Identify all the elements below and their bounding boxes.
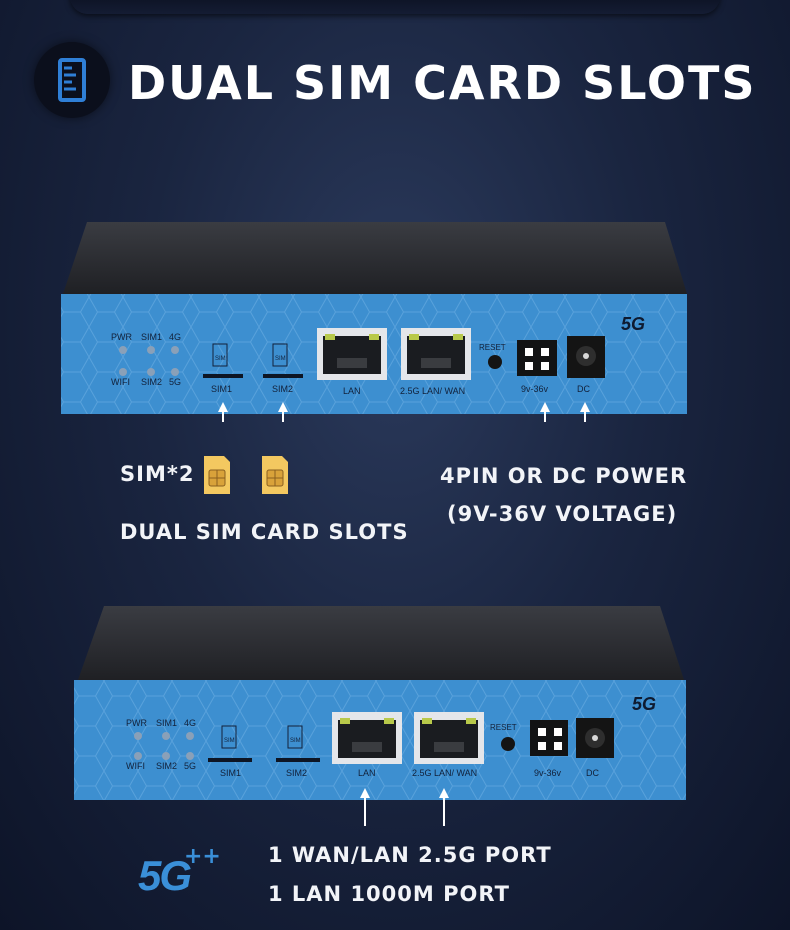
- sim1-slot[interactable]: SIM: [203, 343, 243, 378]
- led-label-4g: 4G: [169, 332, 181, 342]
- led-label-pwr: PWR: [111, 332, 132, 342]
- sim2-label: SIM2: [286, 768, 307, 778]
- reset-button[interactable]: [501, 737, 515, 751]
- led-indicators: [134, 732, 194, 760]
- arrow-lan: [360, 788, 370, 826]
- svg-text:SIM: SIM: [224, 738, 235, 744]
- sim-count-label: SIM*2: [120, 462, 195, 486]
- wan-label: 2.5G LAN/ WAN: [400, 386, 465, 396]
- dc-jack[interactable]: [576, 718, 614, 758]
- sim-slots-caption: DUAL SIM CARD SLOTS: [120, 520, 409, 544]
- power-4pin-port[interactable]: [530, 720, 568, 756]
- power-caption-line2: (9V-36V VOLTAGE): [447, 502, 678, 526]
- lan-port[interactable]: [332, 712, 402, 764]
- reset-label: RESET: [490, 723, 517, 732]
- sim1-label: SIM1: [211, 384, 232, 394]
- sim1-slot[interactable]: SIM: [208, 725, 252, 762]
- port-caption-line1: 1 WAN/LAN 2.5G PORT: [268, 843, 552, 867]
- port-caption-line2: 1 LAN 1000M PORT: [268, 882, 510, 906]
- arrow-dc: [580, 402, 590, 422]
- dc-jack[interactable]: [567, 336, 605, 378]
- lan-label: LAN: [343, 386, 361, 396]
- led-label-5g: 5G: [169, 377, 181, 387]
- svg-text:SIM: SIM: [275, 356, 286, 362]
- led-label-sim1: SIM1: [156, 718, 177, 728]
- led-label-sim2: SIM2: [141, 377, 162, 387]
- plus-icon: ++: [184, 844, 221, 869]
- top-bezel: [70, 0, 720, 14]
- panel-5g-logo: 5G: [632, 694, 656, 714]
- power-label: 9v-36v: [521, 384, 549, 394]
- reset-button[interactable]: [488, 355, 502, 369]
- led-label-wifi: WIFI: [126, 761, 145, 771]
- arrow-wan: [439, 788, 449, 826]
- 5g-logo: 5G: [138, 852, 192, 899]
- page-title: DUAL SIM CARD SLOTS: [128, 56, 757, 110]
- wan-port[interactable]: [414, 712, 484, 764]
- dc-label: DC: [577, 384, 590, 394]
- sim2-label: SIM2: [272, 384, 293, 394]
- led-label-pwr: PWR: [126, 718, 147, 728]
- router-front-bottom: PWR SIM1 4G WIFI SIM2 5G SIM SIM1 SIM SI…: [74, 606, 686, 826]
- dc-label: DC: [586, 768, 599, 778]
- led-label-sim2: SIM2: [156, 761, 177, 771]
- power-caption-line1: 4PIN OR DC POWER: [440, 464, 688, 488]
- svg-text:SIM: SIM: [290, 738, 301, 744]
- sim2-slot[interactable]: SIM: [276, 725, 320, 762]
- led-label-5g: 5G: [184, 761, 196, 771]
- led-indicators: [119, 346, 179, 376]
- arrow-sim1: [218, 402, 228, 422]
- lan-label: LAN: [358, 768, 376, 778]
- power-4pin-port[interactable]: [517, 340, 557, 376]
- lan-port[interactable]: [317, 328, 387, 380]
- panel-5g-logo: 5G: [621, 314, 645, 334]
- wan-label: 2.5G LAN/ WAN: [412, 768, 477, 778]
- arrow-sim2: [278, 402, 288, 422]
- sim-card-icon: [262, 456, 288, 494]
- ruler-icon: [34, 42, 110, 118]
- led-label-wifi: WIFI: [111, 377, 130, 387]
- sim2-slot[interactable]: SIM: [263, 343, 303, 378]
- reset-label: RESET: [479, 343, 506, 352]
- sim1-label: SIM1: [220, 768, 241, 778]
- led-label-sim1: SIM1: [141, 332, 162, 342]
- led-label-4g: 4G: [184, 718, 196, 728]
- sim-card-icon: [204, 456, 230, 494]
- svg-text:SIM: SIM: [215, 356, 226, 362]
- arrow-4pin: [540, 402, 550, 422]
- wan-port[interactable]: [401, 328, 471, 380]
- power-label: 9v-36v: [534, 768, 562, 778]
- router-front-top: PWR SIM1 4G WIFI SIM2 5G SIM SIM1 SIM SI…: [61, 222, 687, 422]
